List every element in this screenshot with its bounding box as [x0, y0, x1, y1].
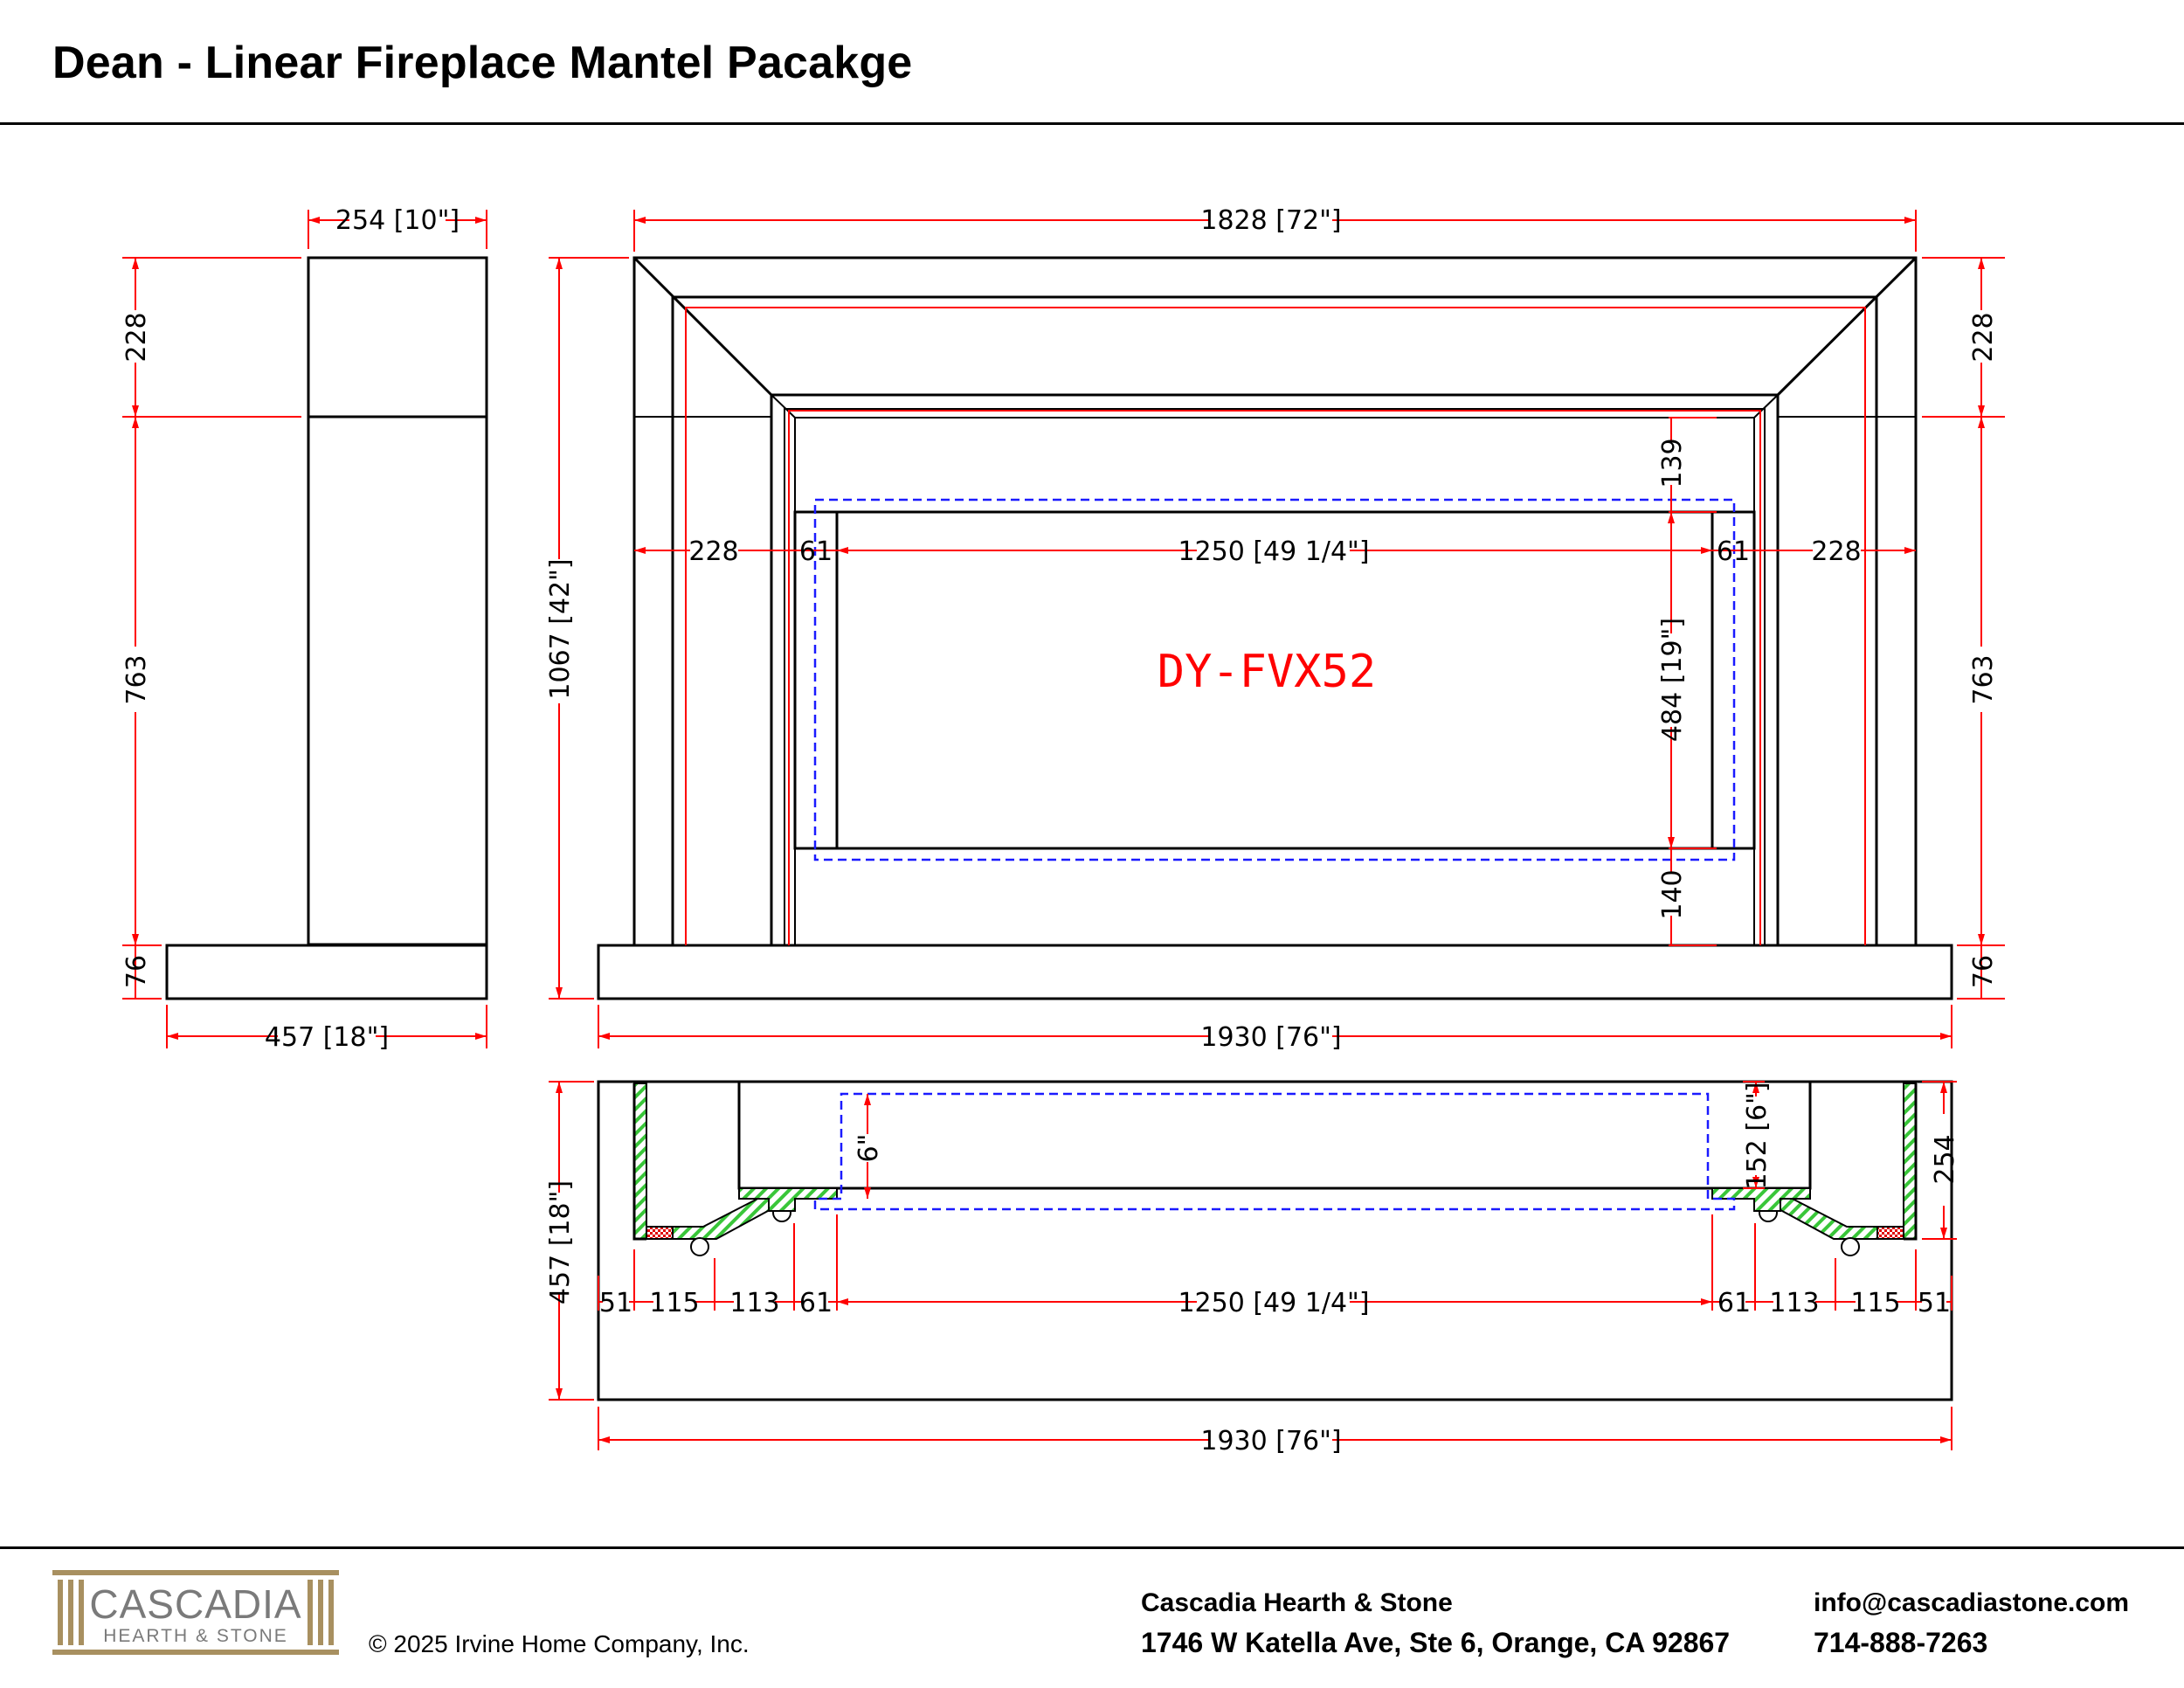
contact-email[interactable]: info@cascadiastone.com	[1814, 1588, 2130, 1617]
front-right-bottom-label: 76	[1968, 955, 1999, 988]
copyright-text: © 2025 Irvine Home Company, Inc.	[369, 1630, 750, 1657]
front-right-mid-label: 763	[1968, 654, 1999, 704]
front-inner-frame	[770, 393, 1780, 945]
front-total-height-label: 1067 [42"]	[545, 558, 576, 699]
insert-outline	[813, 498, 1736, 861]
plan-seg-center-label: 1250 [49 1/4"]	[1178, 1288, 1369, 1318]
side-view	[165, 256, 488, 1000]
plan-insert-depth-label: 6"	[854, 1134, 884, 1163]
side-h-mid-label: 763	[121, 654, 152, 704]
plan-bottom-width-label: 1930 [76"]	[1200, 1426, 1341, 1456]
front-right-top-label: 228	[1968, 312, 1999, 362]
plan-profile-left	[633, 1083, 838, 1256]
side-column	[307, 256, 488, 946]
cascadia-logo: CASCADIA HEARTH & STONE	[52, 1570, 339, 1655]
plan-dimensions	[549, 1081, 1957, 1450]
plan-depth-label: 457 [18"]	[545, 1180, 576, 1304]
side-dimension-labels: 254 [10"] 457 [18"] 228 763 76	[121, 205, 460, 1053]
side-bottom-width-label: 457 [18"]	[265, 1022, 389, 1053]
company-address: 1746 W Katella Ave, Ste 6, Orange, CA 92…	[1141, 1627, 1731, 1658]
side-h-top-label: 228	[121, 312, 152, 362]
plan-return-lines	[632, 1083, 1918, 1241]
side-top-width-label: 254 [10"]	[335, 205, 460, 236]
front-opening-width-label: 1250 [49 1/4"]	[1178, 536, 1369, 567]
header-divider	[0, 122, 2184, 125]
front-bottom-width-label: 1930 [76"]	[1200, 1022, 1341, 1053]
front-top-width-label: 1828 [72"]	[1200, 205, 1341, 236]
plan-return-depth-label: 254	[1930, 1134, 1960, 1184]
plan-seg-4-label: 61	[799, 1288, 833, 1318]
plan-seg-7-label: 115	[1850, 1288, 1900, 1318]
front-opening-height-label: 484 [19"]	[1657, 618, 1688, 742]
front-upper-gap-label: 139	[1657, 438, 1688, 488]
company-name: Cascadia Hearth & Stone	[1141, 1588, 1453, 1617]
page-title: Dean - Linear Fireplace Mantel Pacakge	[52, 38, 913, 88]
front-view	[597, 256, 1953, 1000]
plan-seg-2-label: 115	[649, 1288, 699, 1318]
side-dimensions	[122, 210, 487, 1048]
firebox-opening	[835, 510, 1714, 850]
footer-divider	[0, 1546, 2184, 1549]
front-dimensions	[549, 210, 2005, 1048]
front-lower-gap-label: 140	[1657, 869, 1688, 919]
side-plinth	[165, 944, 488, 1000]
front-leg-left-label: 228	[688, 536, 738, 567]
front-red-lines	[685, 307, 1866, 945]
plan-seg-5-label: 61	[1717, 1288, 1751, 1318]
plan-recess	[737, 1082, 1812, 1190]
plan-seg-3-label: 113	[729, 1288, 779, 1318]
plan-dimension-labels: 457 [18"] 6" 152 [6"] 254 51 115 113 61 …	[545, 1082, 1960, 1456]
plan-seg-1-label: 51	[599, 1288, 632, 1318]
side-h-bottom-label: 76	[121, 955, 152, 988]
plan-outline	[597, 1080, 1953, 1401]
front-plinth	[597, 944, 1953, 1000]
front-second-frame	[671, 295, 1878, 945]
contact-phone[interactable]: 714-888-7263	[1814, 1627, 1988, 1658]
plan-recess-label: 152 [6"]	[1742, 1082, 1773, 1189]
front-leg-right-label: 228	[1811, 536, 1861, 567]
front-outer-frame	[632, 256, 1918, 945]
logo-brand: CASCADIA	[89, 1581, 301, 1627]
insert-model-label: DY-FVX52	[1158, 646, 1376, 698]
plan-insert-outline	[813, 1092, 1736, 1211]
front-trim-left-label: 61	[799, 536, 833, 567]
logo-tagline: HEARTH & STONE	[103, 1626, 288, 1646]
front-trim-right-label: 61	[1717, 536, 1750, 567]
plan-seg-8-label: 51	[1918, 1288, 1951, 1318]
front-dimension-labels: 1828 [72"] 1930 [76"] 1067 [42"] 228 763…	[545, 205, 1999, 1053]
plan-seg-6-label: 113	[1769, 1288, 1819, 1318]
plan-profile-right	[1711, 1083, 1917, 1256]
